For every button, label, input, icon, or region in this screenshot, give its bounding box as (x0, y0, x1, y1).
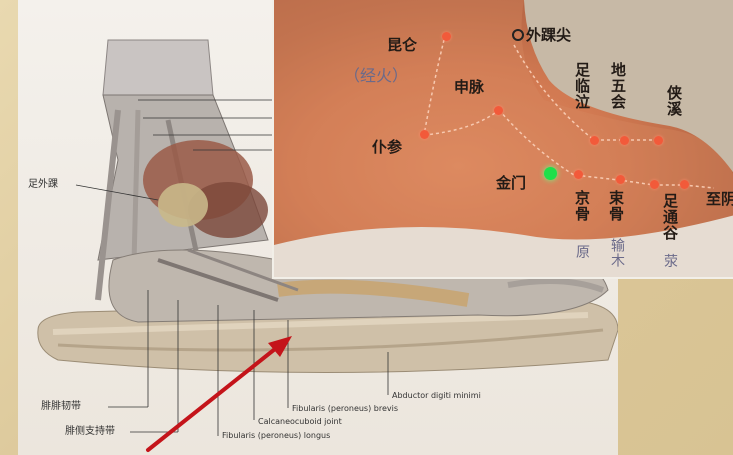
label-zutonggu: 足通谷 (662, 193, 677, 241)
point-shugu (616, 175, 625, 184)
highlight-point-jinmen (544, 167, 557, 180)
point-kunlun (442, 32, 451, 41)
label-zhiyin: 至阴 (706, 192, 733, 207)
label-shugu: 束骨 (608, 190, 623, 222)
label-pushen: 仆参 (372, 140, 402, 155)
point-zhiyin (680, 180, 689, 189)
label-ying: 荥 (664, 255, 678, 269)
point-pushen (420, 130, 429, 139)
label-kunlun: 昆仑 (387, 38, 417, 53)
label-shu: 输木 (610, 238, 624, 268)
point-diwuhui (620, 136, 629, 145)
label-kunlun-note: （经火） (344, 68, 408, 84)
label-jinmen: 金门 (496, 176, 526, 191)
point-jinggu (574, 170, 583, 179)
label-zulinqi: 足临泣 (574, 62, 589, 110)
point-shenmai (494, 106, 503, 115)
label-xiaxi: 侠溪 (666, 85, 681, 117)
point-zutonggu (650, 180, 659, 189)
point-xiaxi (654, 136, 663, 145)
label-yuan: 原 (576, 246, 590, 260)
acupoint-photo: 昆仑 （经火） 申脉 仆参 金门 外踝尖 足临泣 地五会 侠溪 京骨 束骨 足通… (272, 0, 733, 279)
point-waihuaijian (512, 29, 524, 41)
label-jinggu: 京骨 (574, 190, 589, 222)
label-shenmai: 申脉 (454, 80, 484, 95)
point-zulinqi (590, 136, 599, 145)
label-waihuaijian: 外踝尖 (526, 28, 571, 43)
label-diwuhui: 地五会 (610, 62, 625, 110)
